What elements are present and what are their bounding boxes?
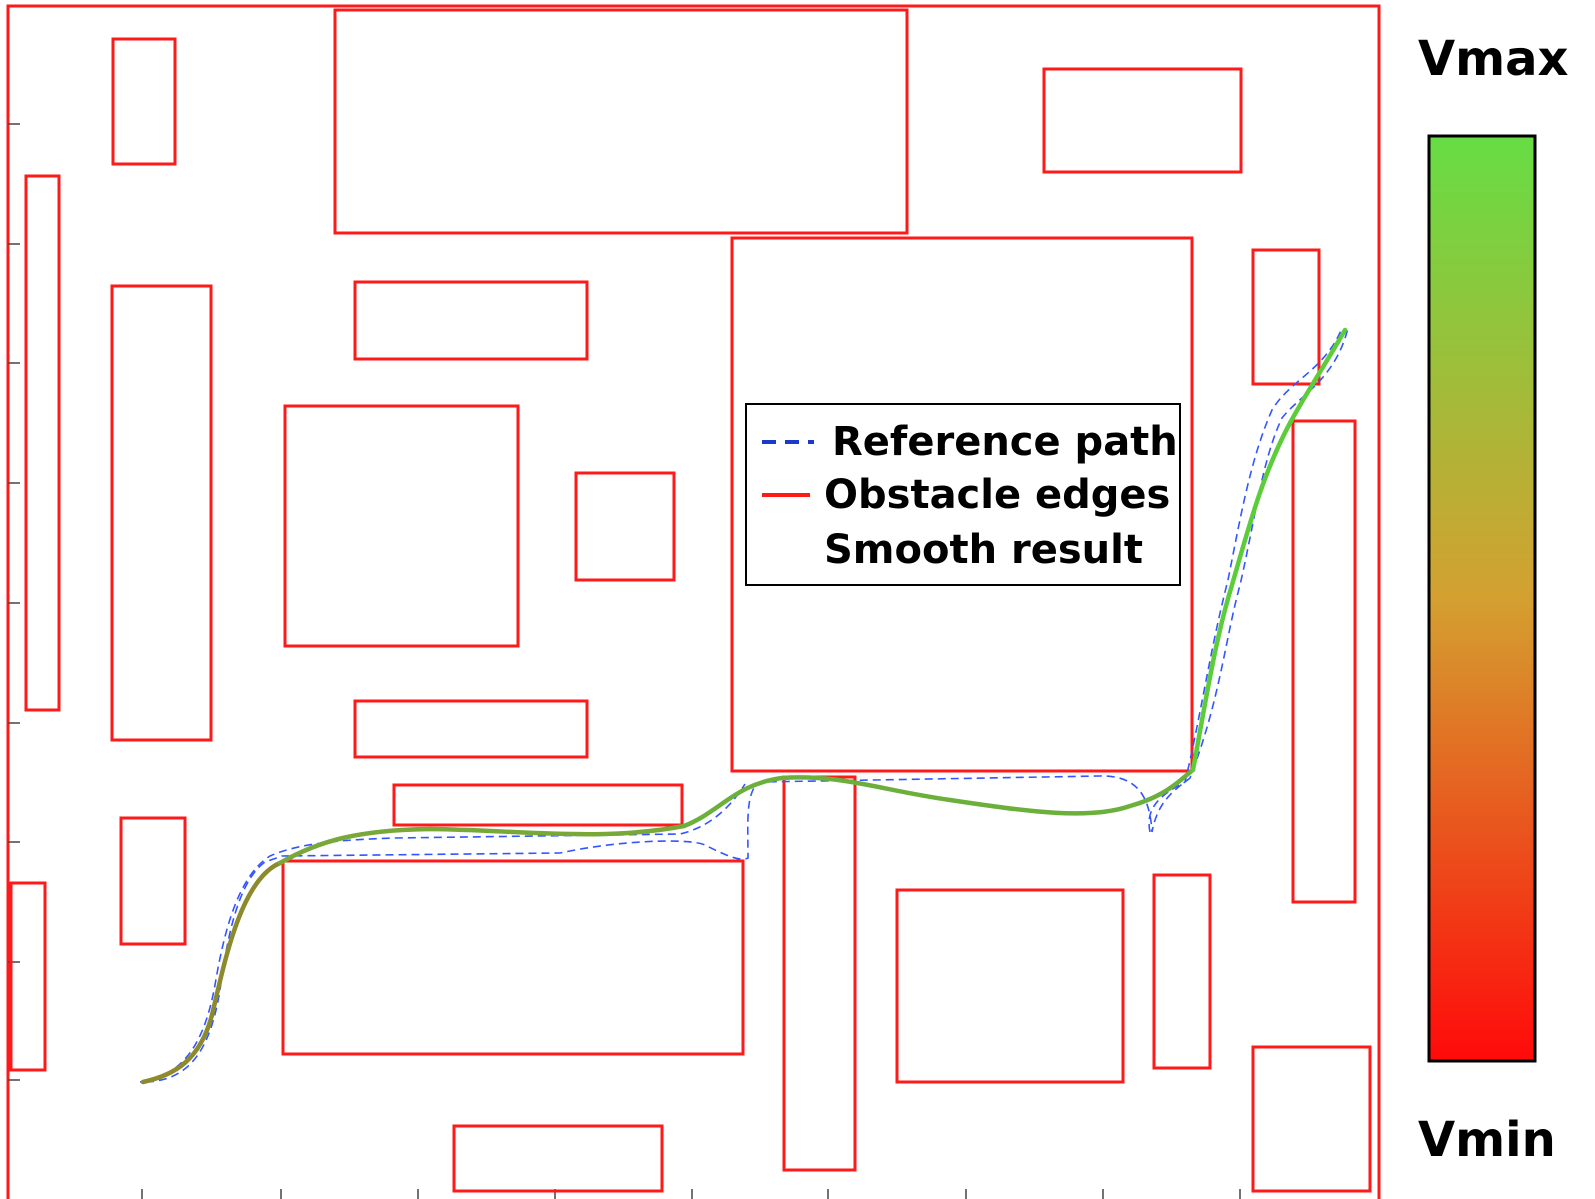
- obstacle: [110, 284, 213, 742]
- obstacle: [452, 1124, 664, 1193]
- smooth-result-path: [140, 327, 1348, 1085]
- obstacles: [9, 8, 1372, 1193]
- legend-smooth-label: Smooth result: [824, 527, 1143, 573]
- colorbar-gradient: [1427, 134, 1537, 1063]
- obstacle: [730, 236, 1194, 773]
- obstacle: [895, 888, 1125, 1084]
- obstacle: [1251, 1045, 1372, 1193]
- obstacle: [1251, 248, 1321, 386]
- obstacle: [1042, 67, 1243, 174]
- obstacle: [353, 699, 589, 759]
- obstacle: [111, 37, 177, 166]
- left-axis-ticks: [8, 123, 20, 1081]
- obstacle: [333, 8, 909, 235]
- colorbar-min-label: Vmin: [1418, 1112, 1556, 1168]
- map-frame: [6, 4, 1381, 1199]
- colorbar-max-label: Vmax: [1418, 31, 1569, 87]
- legend-obstacle-label: Obstacle edges: [824, 472, 1170, 518]
- speed-colorbar: Vmax Vmin: [1418, 31, 1569, 1168]
- obstacle: [9, 881, 47, 1072]
- obstacle: [281, 859, 745, 1056]
- obstacle: [119, 816, 187, 946]
- legend-reference-label: Reference path: [832, 419, 1178, 465]
- legend: Reference path Obstacle edges Smooth res…: [745, 403, 1181, 586]
- bottom-axis-ticks: [141, 1189, 1241, 1199]
- obstacle: [574, 471, 676, 582]
- obstacle: [1152, 873, 1212, 1070]
- obstacle: [353, 280, 589, 361]
- obstacle: [1291, 419, 1357, 904]
- obstacle: [392, 783, 684, 827]
- legend-box: [745, 403, 1181, 586]
- obstacle: [782, 775, 857, 1172]
- obstacle: [283, 404, 520, 648]
- obstacle: [24, 174, 61, 712]
